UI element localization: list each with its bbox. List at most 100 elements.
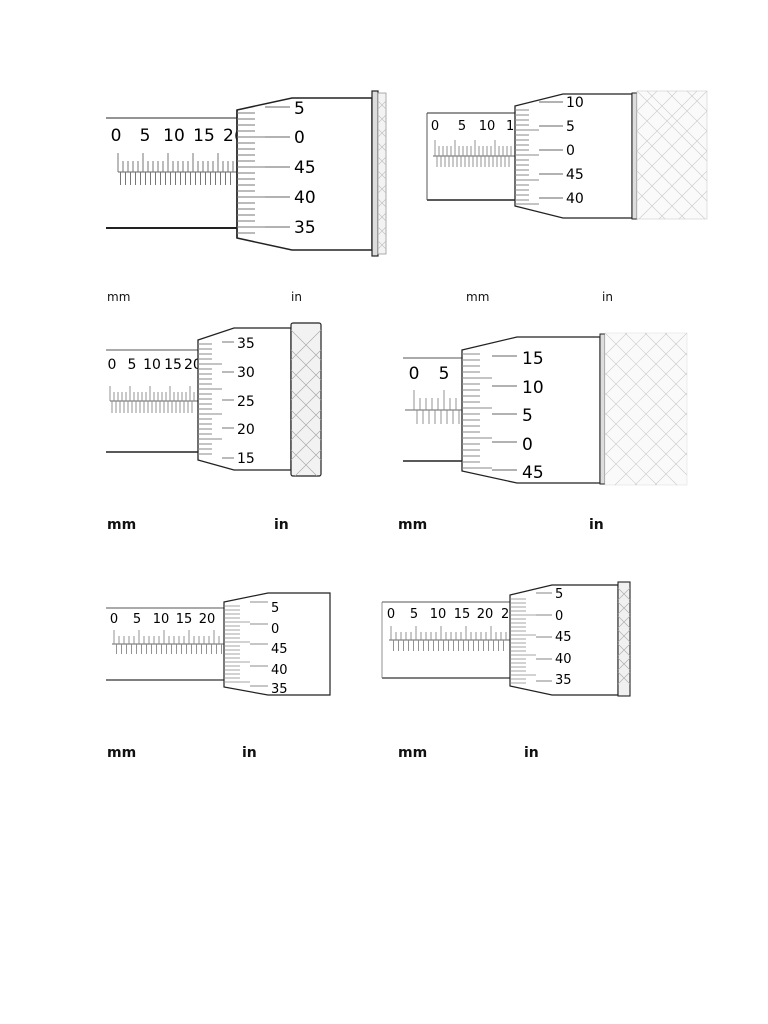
thimble: 5 0 45 40 35 xyxy=(236,97,373,251)
sleeve-label: 2 xyxy=(501,607,509,622)
thimble: 5 0 45 40 35 xyxy=(223,592,331,697)
thimble-label: 45 xyxy=(294,158,316,178)
thimble-ticks xyxy=(237,112,265,234)
thimble-label: 15 xyxy=(522,349,544,369)
sleeve-label: 0 xyxy=(108,357,117,373)
thimble-label: 5 xyxy=(294,99,305,119)
thimble-label: 35 xyxy=(271,682,288,697)
unit-label-in: in xyxy=(524,745,539,761)
thimble: 15 10 5 0 45 xyxy=(461,336,601,484)
unit-label-in: in xyxy=(291,290,302,304)
thimble-label: 10 xyxy=(566,95,584,111)
thimble-label: 45 xyxy=(522,463,544,483)
micrometer-1: 0 5 10 15 2( 5 0 45 40 35 xyxy=(106,90,387,257)
unit-label-in: in xyxy=(274,517,289,533)
sleeve-label: 5 xyxy=(140,126,151,146)
sleeve-label: 0 xyxy=(387,607,395,622)
unit-label-mm: mm xyxy=(398,517,428,533)
thimble-label: 30 xyxy=(237,365,255,381)
sleeve-label: 10 xyxy=(163,126,185,146)
thimble: 5 0 45 40 35 xyxy=(509,584,619,696)
unit-label-in: in xyxy=(602,290,613,304)
sleeve-label: 5 xyxy=(458,119,466,134)
thimble-ticks xyxy=(462,353,492,469)
sleeve-label: 5 xyxy=(128,357,137,373)
sleeve-label: 20 xyxy=(477,607,494,622)
thimble: 35 30 25 20 15 xyxy=(197,327,292,471)
sleeve-label: 20 xyxy=(199,612,216,627)
thimble-label: 0 xyxy=(522,435,533,455)
unit-label-mm: mm xyxy=(398,745,428,761)
sleeve: 0 5 10 15 20 2 xyxy=(381,601,510,679)
ratchet xyxy=(371,90,387,257)
thimble-label: 45 xyxy=(271,642,288,657)
thimble-label: 0 xyxy=(271,622,279,637)
micrometer-2: 0 5 10 1 10 5 0 45 40 xyxy=(426,90,708,220)
sleeve-label: 0 xyxy=(431,119,439,134)
sleeve-label: 1 xyxy=(506,119,514,134)
thimble-label: 40 xyxy=(271,663,288,678)
micrometer-6: 0 5 10 15 20 2 5 0 45 40 35 xyxy=(381,581,631,697)
thimble-label: 10 xyxy=(522,378,544,398)
thimble-label: 35 xyxy=(237,336,255,352)
sleeve: 0 5 10 15 2( xyxy=(106,117,240,229)
thimble-ticks xyxy=(510,598,536,684)
sleeve: 0 5 10 15 20 xyxy=(106,349,202,453)
sleeve-label: 0 xyxy=(111,126,122,146)
sleeve-ticks xyxy=(117,153,234,185)
sleeve-label: 0 xyxy=(409,364,420,384)
thimble-label: 0 xyxy=(294,128,305,148)
sleeve-label: 5 xyxy=(439,364,450,384)
ratchet xyxy=(617,581,631,697)
sleeve-label: 15 xyxy=(454,607,471,622)
sleeve-label: 10 xyxy=(153,612,170,627)
ratchet xyxy=(290,322,322,477)
thimble-ticks xyxy=(224,605,250,683)
sleeve-label: 10 xyxy=(143,357,161,373)
thimble-label: 35 xyxy=(294,218,316,238)
sleeve-ticks xyxy=(109,386,195,413)
sleeve-label: 10 xyxy=(430,607,447,622)
unit-label-mm: mm xyxy=(107,745,137,761)
micrometer-5: 0 5 10 15 20 5 0 45 40 35 xyxy=(106,592,331,697)
thimble-label: 40 xyxy=(555,652,572,667)
sleeve: 0 5 10 1 xyxy=(426,112,515,201)
sleeve-ticks xyxy=(390,626,507,651)
thimble-ticks xyxy=(515,109,539,205)
unit-label-mm: mm xyxy=(107,517,137,533)
thimble-label: 15 xyxy=(237,451,255,467)
thimble-label: 45 xyxy=(555,630,572,645)
sleeve: 0 5 xyxy=(403,357,462,462)
unit-label-mm: mm xyxy=(107,290,131,304)
sleeve-label: 10 xyxy=(479,119,496,134)
thimble-label: 25 xyxy=(237,394,255,410)
thimble-label: 5 xyxy=(522,406,533,426)
sleeve-label: 15 xyxy=(176,612,193,627)
ratchet xyxy=(631,90,708,220)
thimble-label: 45 xyxy=(566,167,584,183)
thimble-label: 5 xyxy=(555,587,563,602)
thimble-label: 5 xyxy=(566,119,575,135)
thimble-label: 20 xyxy=(237,422,255,438)
sleeve-ticks xyxy=(434,140,512,167)
thimble: 10 5 0 45 40 xyxy=(514,93,633,219)
sleeve-ticks xyxy=(113,630,222,654)
thimble-label: 40 xyxy=(294,188,316,208)
sleeve: 0 5 10 15 20 xyxy=(106,607,224,681)
sleeve-label: 5 xyxy=(133,612,141,627)
sleeve-label: 15 xyxy=(193,126,215,146)
micrometer-4: 0 5 15 10 5 0 45 xyxy=(403,332,688,486)
sleeve-label: 5 xyxy=(410,607,418,622)
sleeve-label: 2( xyxy=(223,126,240,146)
thimble-label: 35 xyxy=(555,673,572,688)
ratchet xyxy=(599,332,688,486)
thimble-label: 5 xyxy=(271,601,279,616)
sleeve-ticks xyxy=(413,390,460,424)
thimble-label: 40 xyxy=(566,191,584,207)
unit-label-in: in xyxy=(242,745,257,761)
thimble-label: 0 xyxy=(555,609,563,624)
unit-label-mm: mm xyxy=(466,290,490,304)
micrometer-3: 0 5 10 15 20 35 30 25 20 15 xyxy=(106,322,322,477)
sleeve-label: 15 xyxy=(164,357,182,373)
thimble-ticks xyxy=(198,343,222,455)
